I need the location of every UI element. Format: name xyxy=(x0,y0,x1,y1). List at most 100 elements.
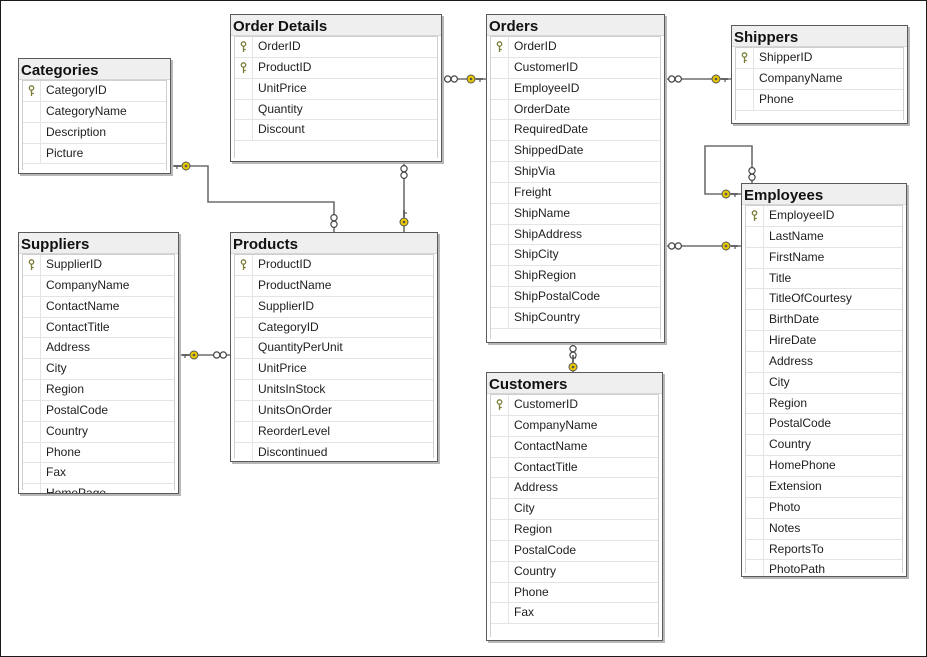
column-row[interactable]: City xyxy=(23,359,174,381)
column-row[interactable]: Fax xyxy=(23,463,174,485)
column-row[interactable]: Country xyxy=(491,561,658,583)
column-row[interactable]: ShipName xyxy=(491,203,660,225)
column-row[interactable]: EmployeeID xyxy=(491,78,660,100)
column-row[interactable]: Freight xyxy=(491,182,660,204)
table-title: Employees xyxy=(742,184,906,205)
column-row[interactable]: PostalCode xyxy=(491,540,658,562)
row-selector xyxy=(491,141,509,162)
column-row[interactable]: PhotoPath xyxy=(746,560,902,576)
infinity-icon xyxy=(400,164,408,179)
column-row[interactable]: ContactTitle xyxy=(491,457,658,479)
column-row[interactable]: Address xyxy=(746,351,902,373)
column-row[interactable]: Discontinued xyxy=(235,442,433,461)
row-selector xyxy=(235,37,253,57)
column-row[interactable]: City xyxy=(746,372,902,394)
column-row[interactable]: Notes xyxy=(746,518,902,540)
column-row[interactable]: CustomerID xyxy=(491,57,660,79)
row-selector xyxy=(235,275,253,296)
column-row[interactable]: PostalCode xyxy=(23,400,174,422)
column-row[interactable]: Phone xyxy=(23,442,174,464)
column-row[interactable]: UnitsOnOrder xyxy=(235,400,433,422)
key-icon xyxy=(240,259,247,270)
column-row[interactable]: Description xyxy=(23,122,166,144)
row-selector xyxy=(491,603,509,624)
column-row[interactable]: Address xyxy=(491,478,658,500)
column-row[interactable]: SupplierID xyxy=(235,296,433,318)
column-row[interactable]: Address xyxy=(23,338,174,360)
column-row[interactable]: ContactTitle xyxy=(23,317,174,339)
column-row[interactable]: Title xyxy=(746,268,902,290)
column-row[interactable]: ReportsTo xyxy=(746,539,902,561)
column-row[interactable]: Picture xyxy=(23,143,166,165)
column-row[interactable]: UnitsInStock xyxy=(235,380,433,401)
table-title: Shippers xyxy=(732,26,907,47)
column-row[interactable]: ShipAddress xyxy=(491,224,660,246)
column-row[interactable]: Extension xyxy=(746,476,902,498)
column-row[interactable]: UnitPrice xyxy=(235,78,437,100)
column-row[interactable]: City xyxy=(491,499,658,521)
column-row[interactable]: PostalCode xyxy=(746,414,902,436)
column-row[interactable]: Quantity xyxy=(235,99,437,121)
column-row[interactable]: HomePhone xyxy=(746,456,902,477)
column-row[interactable]: TitleOfCourtesy xyxy=(746,289,902,311)
column-row[interactable]: HireDate xyxy=(746,331,902,352)
column-row[interactable]: ShipRegion xyxy=(491,266,660,288)
column-row[interactable]: ContactName xyxy=(23,296,174,318)
column-name: ShipCity xyxy=(514,247,559,262)
column-row[interactable]: CategoryName xyxy=(23,101,166,123)
column-name: ProductName xyxy=(258,277,332,292)
column-row[interactable]: Photo xyxy=(746,497,902,519)
column-row[interactable]: Region xyxy=(746,393,902,415)
column-row[interactable]: ShipCountry xyxy=(491,307,660,329)
row-selector xyxy=(23,275,41,296)
row-selector xyxy=(235,296,253,317)
column-row[interactable]: UnitPrice xyxy=(235,359,433,381)
column-row[interactable]: ShipVia xyxy=(491,162,660,183)
column-row[interactable]: OrderID xyxy=(235,37,437,58)
column-row[interactable]: OrderDate xyxy=(491,99,660,121)
column-name: Notes xyxy=(769,520,801,535)
column-row[interactable]: Discount xyxy=(235,120,437,142)
row-selector xyxy=(491,224,509,245)
column-row[interactable]: Region xyxy=(491,520,658,541)
column-row[interactable]: HomePage xyxy=(23,484,174,493)
column-row[interactable]: QuantityPerUnit xyxy=(235,338,433,360)
column-row[interactable]: Phone xyxy=(491,582,658,604)
row-selector xyxy=(746,456,764,476)
column-row[interactable]: ProductID xyxy=(235,255,433,276)
column-row[interactable]: LastName xyxy=(746,226,902,248)
column-row[interactable]: CategoryID xyxy=(23,81,166,102)
column-row[interactable]: ShippedDate xyxy=(491,141,660,163)
column-row[interactable]: Country xyxy=(746,435,902,457)
column-row[interactable]: Fax xyxy=(491,603,658,625)
column-row[interactable]: EmployeeID xyxy=(746,206,902,227)
column-row[interactable]: Region xyxy=(23,380,174,401)
column-row[interactable]: BirthDate xyxy=(746,310,902,332)
column-row[interactable]: FirstName xyxy=(746,247,902,269)
column-row[interactable]: SupplierID xyxy=(23,255,174,276)
column-row[interactable]: OrderID xyxy=(491,37,660,58)
column-row[interactable]: ShipperID xyxy=(736,48,903,69)
column-row[interactable]: CustomerID xyxy=(491,395,658,416)
column-row[interactable]: ShipCity xyxy=(491,245,660,267)
column-row[interactable]: ProductID xyxy=(235,57,437,79)
column-row[interactable]: CompanyName xyxy=(491,415,658,437)
column-row[interactable]: Phone xyxy=(736,89,903,111)
column-row[interactable]: RequiredDate xyxy=(491,120,660,142)
column-row[interactable]: CompanyName xyxy=(23,275,174,297)
column-row[interactable]: ProductName xyxy=(235,275,433,297)
column-row[interactable]: CompanyName xyxy=(736,68,903,90)
column-row[interactable]: ShipPostalCode xyxy=(491,287,660,308)
column-row[interactable]: ContactName xyxy=(491,436,658,458)
column-row[interactable]: Country xyxy=(23,421,174,443)
column-row[interactable]: ReorderLevel xyxy=(235,421,433,443)
column-row[interactable]: CategoryID xyxy=(235,317,433,339)
